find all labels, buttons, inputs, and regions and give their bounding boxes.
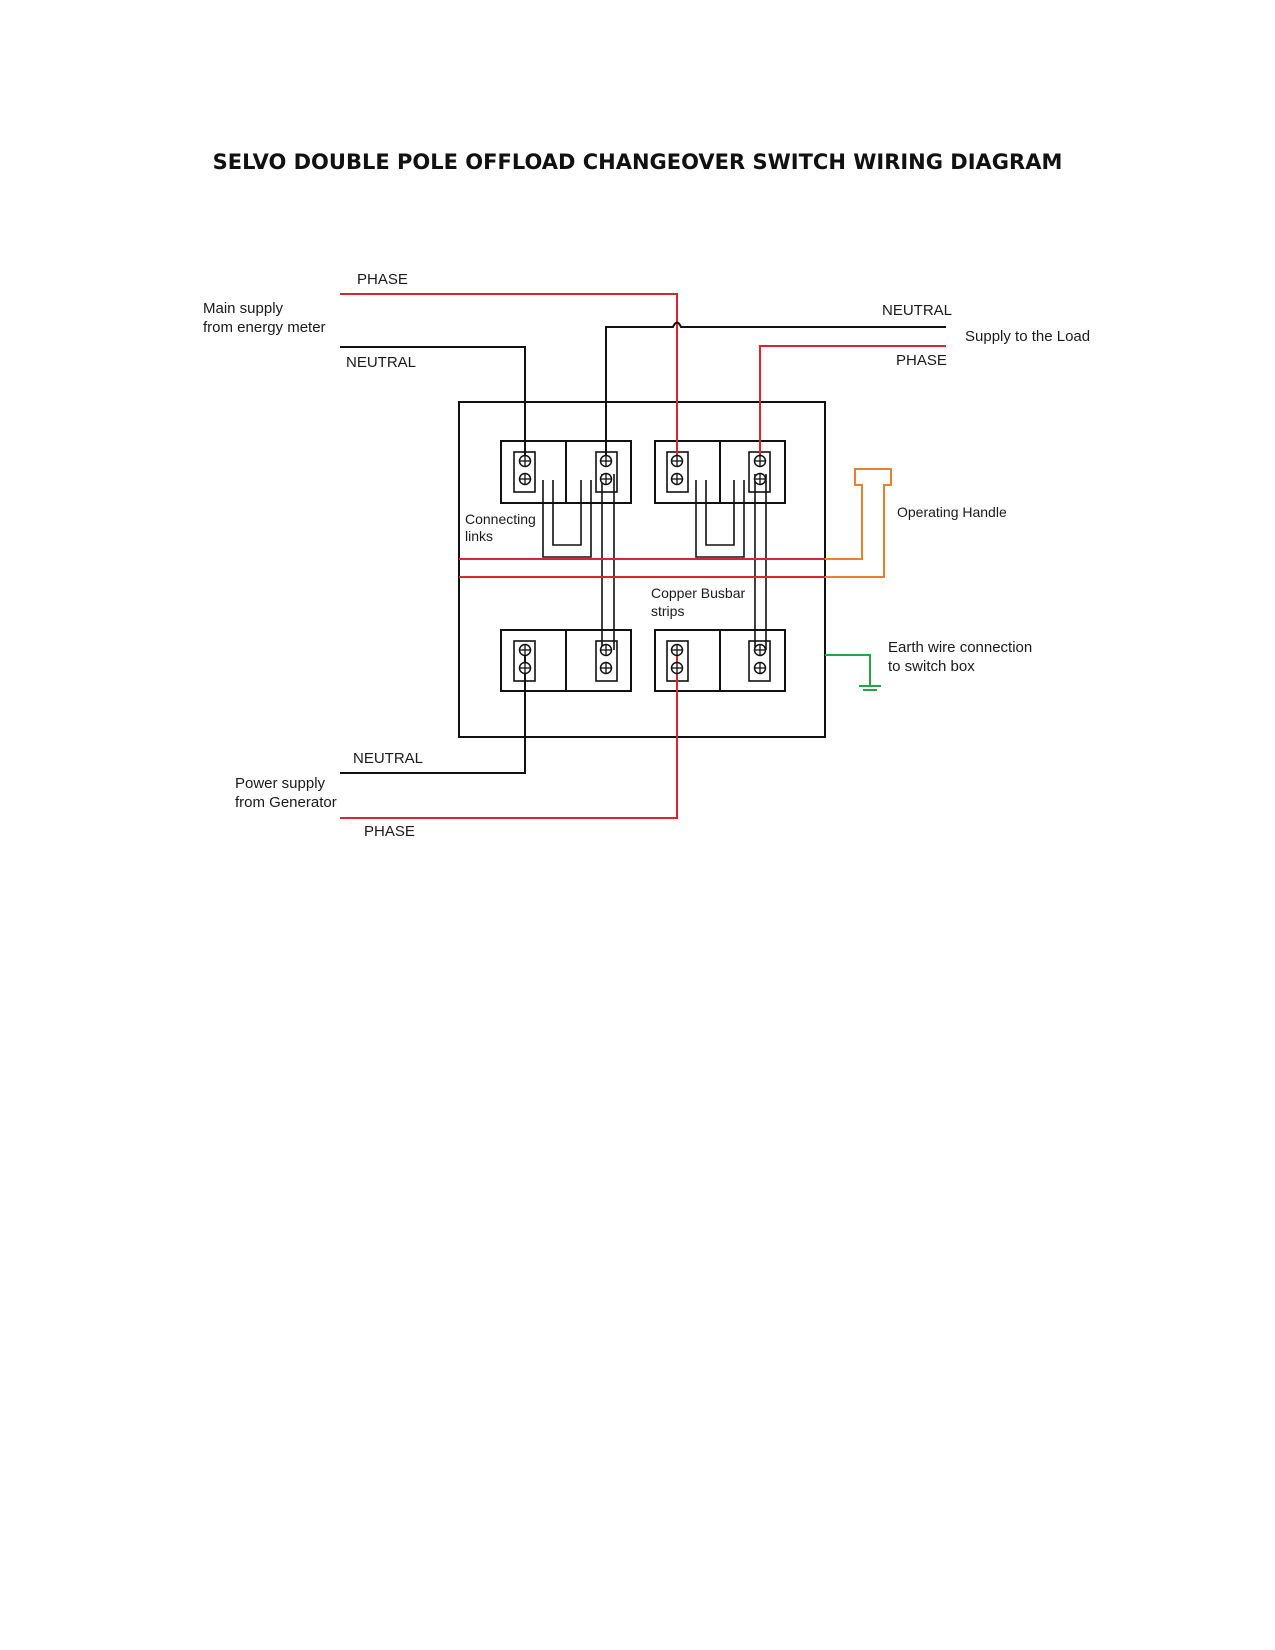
- gen-supply-label-2: from Generator: [235, 794, 337, 811]
- main-neutral-wire: [340, 346, 526, 461]
- load-neutral-label: NEUTRAL: [882, 302, 952, 319]
- operating-handle: [825, 468, 892, 578]
- connecting-link-left: [542, 480, 592, 558]
- load-phase-label: PHASE: [896, 352, 947, 369]
- copper-busbar-label-1: Copper Busbar: [651, 585, 746, 601]
- gen-supply-label-1: Power supply: [235, 775, 326, 792]
- copper-busbar-strip-left: [601, 474, 615, 650]
- earth-wire: [825, 654, 871, 686]
- terminal-screw-icon: [518, 454, 767, 675]
- load-phase-wire: [759, 345, 946, 461]
- bottom-terminal-block-left: [500, 629, 632, 692]
- main-neutral-label: NEUTRAL: [346, 354, 416, 371]
- top-terminal-block-left: [500, 440, 632, 504]
- earth-ground-icon: [859, 685, 881, 691]
- main-phase-wire: [340, 293, 678, 461]
- connecting-link-right: [695, 480, 745, 558]
- gen-neutral-wire: [340, 650, 526, 774]
- operating-handle-label: Operating Handle: [897, 504, 1007, 520]
- copper-busbar-strip-right: [754, 474, 767, 650]
- switch-enclosure: [458, 401, 826, 738]
- main-supply-label-1: Main supply: [203, 300, 284, 317]
- gen-phase-label: PHASE: [364, 823, 415, 840]
- connecting-links-label-1: Connecting: [465, 511, 536, 527]
- main-supply-label-2: from energy meter: [203, 319, 326, 336]
- page-title: SELVO DOUBLE POLE OFFLOAD CHANGEOVER SWI…: [212, 150, 1063, 174]
- connecting-links-label-2: links: [465, 528, 493, 544]
- gen-neutral-label: NEUTRAL: [353, 750, 423, 767]
- load-supply-label: Supply to the Load: [965, 328, 1090, 345]
- copper-busbar-label-2: strips: [651, 603, 684, 619]
- gen-phase-wire: [340, 650, 678, 819]
- main-phase-label: PHASE: [357, 271, 408, 288]
- load-neutral-wire: [605, 321, 946, 461]
- earth-label-2: to switch box: [888, 658, 975, 675]
- earth-label-1: Earth wire connection: [888, 639, 1032, 656]
